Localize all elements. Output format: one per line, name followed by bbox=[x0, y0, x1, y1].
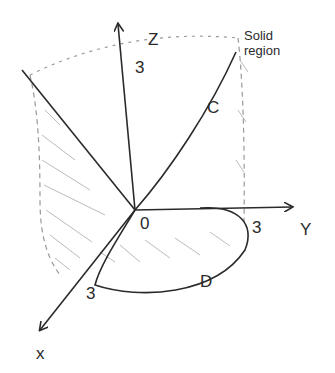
region-label: D bbox=[200, 272, 212, 291]
dimension-label: 3 bbox=[135, 58, 144, 77]
curve-c bbox=[135, 52, 236, 210]
dimension-label: 3 bbox=[86, 284, 95, 303]
cone-line bbox=[22, 70, 135, 210]
cylinder-sides bbox=[30, 36, 244, 275]
note-label: Solid region bbox=[244, 28, 306, 58]
axis-label: Y bbox=[300, 220, 311, 239]
cone-and-axes bbox=[22, 24, 292, 330]
region-d bbox=[95, 208, 248, 293]
dimension-label: 3 bbox=[252, 218, 261, 237]
origin-label: 0 bbox=[140, 214, 149, 233]
z-axis bbox=[118, 24, 135, 210]
axis-label: x bbox=[36, 344, 45, 363]
x-axis bbox=[40, 210, 135, 330]
curve-label: C bbox=[207, 98, 219, 117]
axis-label: Z bbox=[148, 30, 158, 49]
